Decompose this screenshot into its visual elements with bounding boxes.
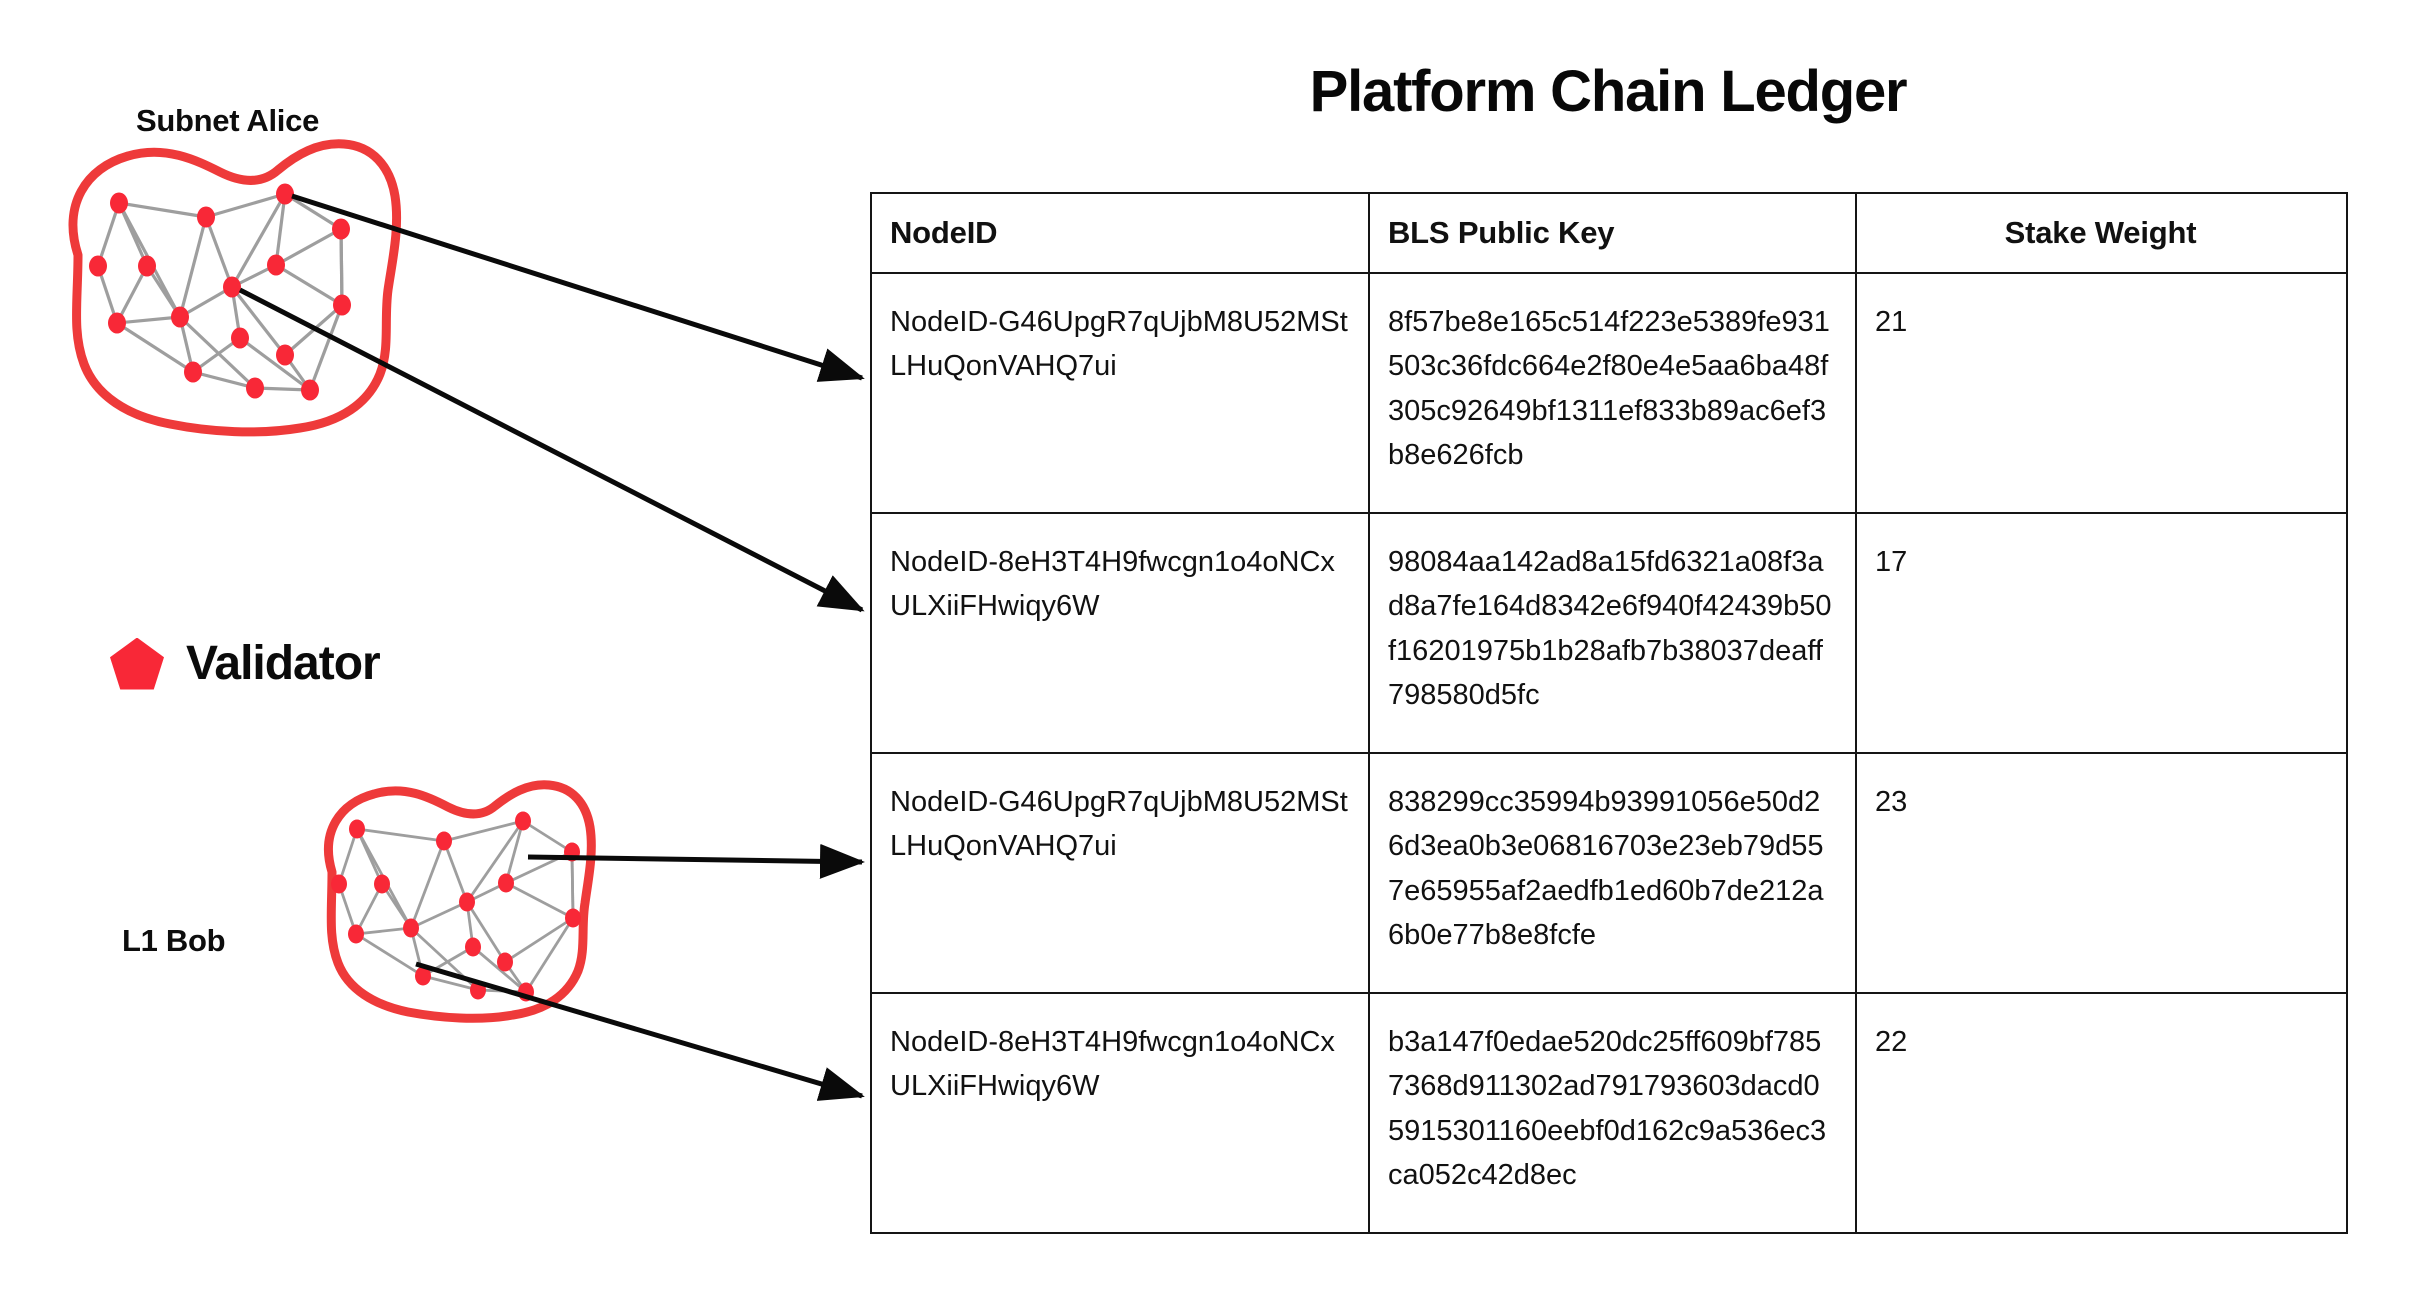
cell-bls-public-key: 838299cc35994b93991056e50d26d3ea0b3e0681… <box>1368 752 1857 994</box>
subnet-alice-graph <box>68 139 402 437</box>
cell-stake-weight: 22 <box>1855 992 2348 1234</box>
column-header-stake-weight: Stake Weight <box>1855 192 2348 274</box>
cell-bls-public-key: 8f57be8e165c514f223e5389fe931503c36fdc66… <box>1368 272 1857 514</box>
l1-bob-blob-outline <box>324 780 596 1023</box>
table-row: NodeID-G46UpgR7qUjbM8U52MStLHuQonVAHQ7ui… <box>870 752 2348 994</box>
pentagon-icon <box>110 637 164 690</box>
cell-bls-public-key: 98084aa142ad8a15fd6321a08f3ad8a7fe164d83… <box>1368 512 1857 754</box>
subnet-alice-label: Subnet Alice <box>136 103 320 138</box>
column-header-nodeid: NodeID <box>870 192 1370 274</box>
legend-validator-label: Validator <box>186 637 381 690</box>
cell-nodeid: NodeID-8eH3T4H9fwcgn1o4oNCxULXiiFHwiqy6W <box>870 512 1370 754</box>
l1-bob-label: L1 Bob <box>122 923 226 958</box>
cell-stake-weight: 23 <box>1855 752 2348 994</box>
platform-chain-ledger-table: NodeID BLS Public Key Stake Weight NodeI… <box>870 192 2348 1234</box>
cell-stake-weight: 17 <box>1855 512 2348 754</box>
l1-bob-graph <box>324 780 596 1023</box>
network-diagram-panel: Subnet Alice L1 Bob <box>0 0 880 1294</box>
cell-nodeid: NodeID-G46UpgR7qUjbM8U52MStLHuQonVAHQ7ui <box>870 272 1370 514</box>
table-row: NodeID-G46UpgR7qUjbM8U52MStLHuQonVAHQ7ui… <box>870 272 2348 514</box>
page-title: Platform Chain Ledger <box>1309 59 1908 124</box>
cell-stake-weight: 21 <box>1855 272 2348 514</box>
cell-nodeid: NodeID-8eH3T4H9fwcgn1o4oNCxULXiiFHwiqy6W <box>870 992 1370 1234</box>
legend-validator: Validator <box>110 636 381 691</box>
cell-nodeid: NodeID-G46UpgR7qUjbM8U52MStLHuQonVAHQ7ui <box>870 752 1370 994</box>
subnet-alice-validator-nodes <box>89 183 351 401</box>
l1-bob-edges <box>337 819 575 994</box>
subnet-alice-edges <box>96 192 346 392</box>
cell-bls-public-key: b3a147f0edae520dc25ff609bf7857368d911302… <box>1368 992 1857 1234</box>
table-row: NodeID-8eH3T4H9fwcgn1o4oNCxULXiiFHwiqy6W… <box>870 992 2348 1234</box>
table-row: NodeID-8eH3T4H9fwcgn1o4oNCxULXiiFHwiqy6W… <box>870 512 2348 754</box>
table-header-row: NodeID BLS Public Key Stake Weight <box>870 192 2348 274</box>
column-header-bls-public-key: BLS Public Key <box>1368 192 1857 274</box>
